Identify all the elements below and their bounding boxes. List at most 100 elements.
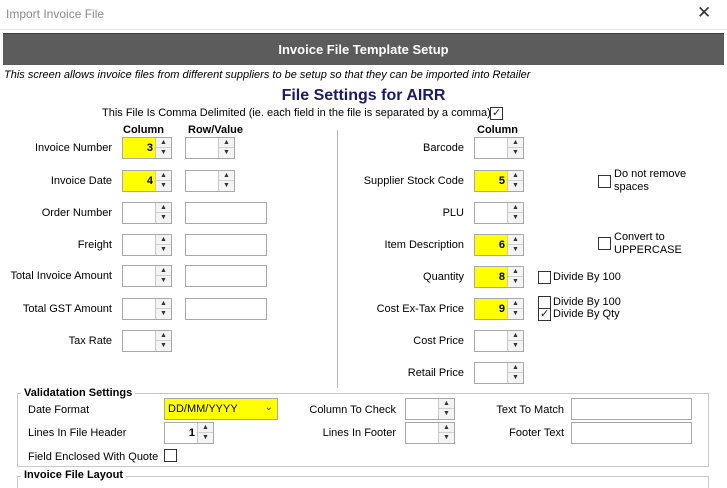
barcode-column-stepper[interactable]: ▲▼	[474, 137, 524, 159]
spin-up-icon[interactable]: ▲	[439, 423, 454, 433]
cost-ex-tax-price-label: Cost Ex-Tax Price	[376, 303, 464, 315]
quantity-label: Quantity	[423, 271, 464, 283]
freight-column-stepper[interactable]: ▲▼	[122, 234, 172, 256]
spin-up-icon[interactable]: ▲	[156, 299, 171, 309]
spin-down-icon[interactable]: ▼	[160, 214, 167, 221]
retail-price-label: Retail Price	[407, 367, 464, 379]
cost-ex-tax-price-column-value: 9	[498, 303, 505, 315]
retail-price-column-stepper[interactable]: ▲▼	[474, 362, 524, 384]
comma-delimited-checkbox[interactable]	[490, 106, 503, 120]
item-description-column-value: 6	[498, 239, 505, 251]
cost-ex-tax-price-column-stepper[interactable]: 9 ▲▼	[474, 298, 524, 320]
spin-up-icon[interactable]: ▲	[508, 363, 523, 373]
spin-up-icon[interactable]: ▲	[156, 203, 171, 213]
spin-up-icon[interactable]: ▲	[219, 171, 234, 181]
chevron-down-icon[interactable]: ⌄	[264, 402, 273, 413]
spin-up-icon[interactable]: ▲	[156, 266, 171, 276]
invoice-file-layout-group	[17, 476, 709, 488]
column-to-check-stepper[interactable]: ▲▼	[405, 398, 455, 420]
spin-up-icon[interactable]: ▲	[508, 235, 523, 245]
spin-up-icon[interactable]: ▲	[156, 138, 171, 148]
supplier-stock-code-column-stepper[interactable]: 5 ▲▼	[474, 170, 524, 192]
invoice-number-column-value: 3	[146, 142, 153, 154]
spin-up-icon[interactable]: ▲	[508, 267, 523, 277]
spin-down-icon[interactable]: ▼	[160, 246, 167, 253]
supplier-stock-code-label: Supplier Stock Code	[363, 175, 464, 187]
spin-down-icon[interactable]: ▼	[160, 277, 167, 284]
date-format-label: Date Format	[28, 404, 90, 416]
spin-down-icon[interactable]: ▼	[223, 149, 230, 156]
page-header: Invoice File Template Setup	[3, 33, 724, 65]
do-not-remove-spaces-checkbox[interactable]	[598, 175, 611, 188]
invoice-date-column-stepper[interactable]: 4 ▲▼	[122, 170, 172, 192]
total-invoice-amount-value-field[interactable]	[185, 265, 267, 287]
spin-down-icon[interactable]: ▼	[160, 149, 167, 156]
total-invoice-amount-column-stepper[interactable]: ▲▼	[122, 265, 172, 287]
item-description-column-stepper[interactable]: 6 ▲▼	[474, 234, 524, 256]
invoice-number-row-stepper[interactable]: ▲▼	[185, 137, 235, 159]
spin-up-icon[interactable]: ▲	[508, 331, 523, 341]
spin-up-icon[interactable]: ▲	[439, 399, 454, 409]
spin-down-icon[interactable]: ▼	[512, 182, 519, 189]
right-column-header: Column	[477, 124, 518, 136]
invoice-number-column-stepper[interactable]: 3 ▲▼	[122, 137, 172, 159]
spin-down-icon[interactable]: ▼	[160, 342, 167, 349]
cost-divide-100-label: Divide By 100	[553, 296, 621, 308]
plu-column-stepper[interactable]: ▲▼	[474, 202, 524, 224]
order-number-value-field[interactable]	[185, 202, 267, 224]
spin-up-icon[interactable]: ▲	[219, 138, 234, 148]
spin-down-icon[interactable]: ▼	[443, 434, 450, 441]
page-title: Invoice File Template Setup	[278, 42, 449, 57]
convert-uppercase-checkbox[interactable]	[598, 237, 611, 250]
field-enclosed-quote-checkbox[interactable]	[164, 449, 177, 462]
footer-text-input[interactable]	[571, 422, 692, 444]
lines-in-header-value: 1	[188, 427, 195, 439]
total-gst-amount-value-field[interactable]	[185, 298, 267, 320]
spin-down-icon[interactable]: ▼	[512, 214, 519, 221]
cost-divide-qty-label: Divide By Qty	[553, 308, 620, 320]
lines-in-footer-stepper[interactable]: ▲▼	[405, 422, 455, 444]
spin-down-icon[interactable]: ▼	[512, 342, 519, 349]
spin-down-icon[interactable]: ▼	[202, 434, 209, 441]
spin-up-icon[interactable]: ▲	[156, 331, 171, 341]
row-value-header: Row/Value	[188, 124, 244, 136]
quantity-divide-100-checkbox[interactable]	[538, 271, 551, 284]
cost-price-column-stepper[interactable]: ▲▼	[474, 330, 524, 352]
spin-down-icon[interactable]: ▼	[160, 182, 167, 189]
invoice-date-row-stepper[interactable]: ▲▼	[185, 170, 235, 192]
order-number-column-stepper[interactable]: ▲▼	[122, 202, 172, 224]
spin-down-icon[interactable]: ▼	[512, 374, 519, 381]
plu-label: PLU	[442, 207, 464, 219]
spin-up-icon[interactable]: ▲	[508, 203, 523, 213]
spin-down-icon[interactable]: ▼	[223, 182, 230, 189]
tax-rate-column-stepper[interactable]: ▲▼	[122, 330, 172, 352]
file-settings-title: File Settings for AIRR	[281, 87, 446, 104]
quantity-column-stepper[interactable]: 8 ▲▼	[474, 266, 524, 288]
spin-up-icon[interactable]: ▲	[508, 299, 523, 309]
spin-down-icon[interactable]: ▼	[443, 410, 450, 417]
freight-value-field[interactable]	[185, 234, 267, 256]
window-title: Import Invoice File	[6, 7, 105, 21]
date-format-select[interactable]: DD/MM/YYYY ⌄	[164, 398, 278, 420]
validation-settings-group	[17, 393, 709, 467]
spin-up-icon[interactable]: ▲	[156, 235, 171, 245]
spin-down-icon[interactable]: ▼	[512, 278, 519, 285]
spin-down-icon[interactable]: ▼	[512, 149, 519, 156]
spin-up-icon[interactable]: ▲	[508, 171, 523, 181]
invoice-file-layout-title: Invoice File Layout	[21, 469, 127, 481]
convert-uppercase-label: Convert to UPPERCASE	[614, 231, 682, 256]
total-gst-amount-column-stepper[interactable]: ▲▼	[122, 298, 172, 320]
supplier-stock-code-column-value: 5	[498, 175, 505, 187]
cost-price-label: Cost Price	[413, 335, 464, 347]
spin-down-icon[interactable]: ▼	[512, 310, 519, 317]
lines-in-header-stepper[interactable]: 1 ▲▼	[164, 422, 214, 444]
spin-up-icon[interactable]: ▲	[156, 171, 171, 181]
cost-divide-qty-checkbox[interactable]	[538, 307, 551, 321]
spin-up-icon[interactable]: ▲	[508, 138, 523, 148]
spin-up-icon[interactable]: ▲	[198, 423, 213, 433]
spin-down-icon[interactable]: ▼	[160, 310, 167, 317]
spin-down-icon[interactable]: ▼	[512, 246, 519, 253]
close-icon[interactable]: ✕	[697, 3, 712, 22]
text-to-match-input[interactable]	[571, 398, 692, 420]
total-invoice-amount-label: Total Invoice Amount	[10, 270, 112, 282]
